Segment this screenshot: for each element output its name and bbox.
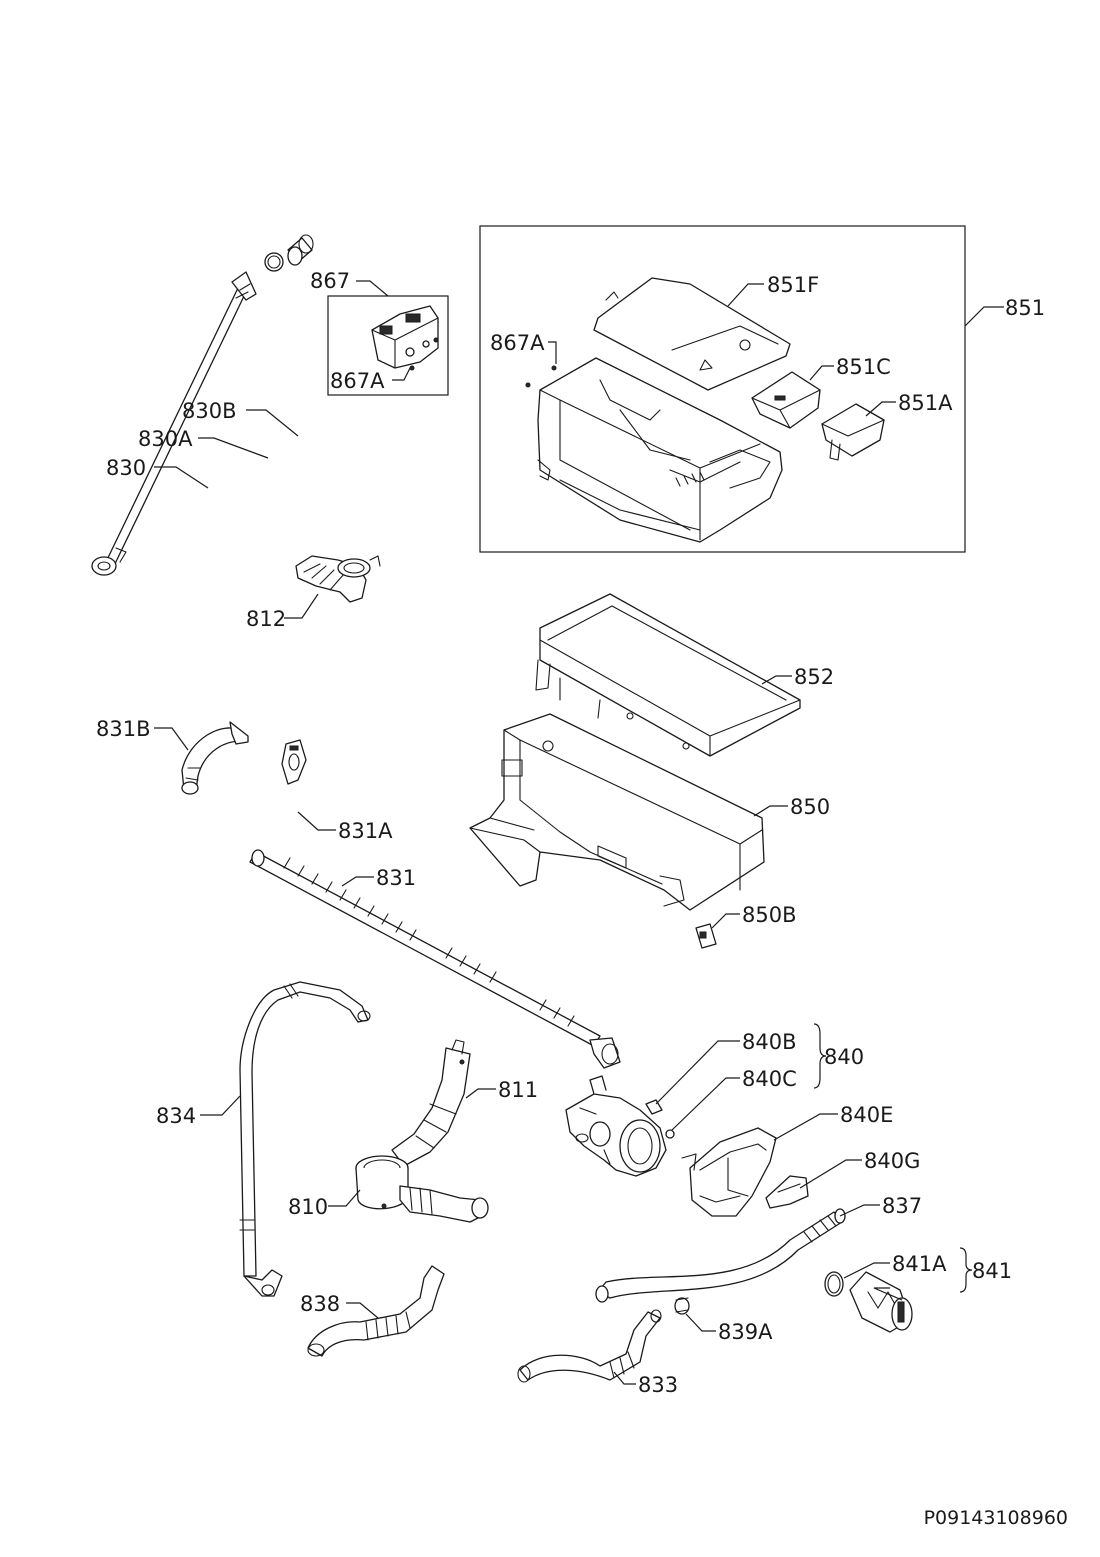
label-812: 812	[246, 607, 286, 631]
label-840: 840	[824, 1045, 864, 1069]
part-831B-drawing	[181, 721, 249, 795]
label-811: 811	[498, 1078, 538, 1102]
label-840C: 840C	[742, 1067, 797, 1091]
label-833: 833	[638, 1373, 678, 1397]
label-851C: 851C	[836, 355, 891, 379]
label-839A: 839A	[718, 1320, 773, 1344]
label-850: 850	[790, 795, 830, 819]
part-834-drawing	[239, 981, 371, 1297]
label-867A-tray: 867A	[490, 331, 545, 355]
part-841-drawing	[824, 1271, 913, 1333]
label-831A: 831A	[338, 819, 393, 843]
label-831B: 831B	[96, 717, 151, 741]
part-831A-drawing	[281, 739, 307, 785]
part-839A-drawing	[674, 1297, 690, 1315]
label-841A: 841A	[892, 1252, 947, 1276]
part-811-drawing	[391, 1039, 471, 1167]
part-851-drawing	[525, 277, 885, 543]
part-833-drawing	[517, 1309, 662, 1383]
leader-lines	[154, 280, 1004, 1385]
label-841: 841	[972, 1259, 1012, 1283]
label-840B: 840B	[742, 1030, 797, 1054]
label-851: 851	[1005, 296, 1045, 320]
part-837-drawing	[595, 1208, 846, 1303]
part-852-drawing	[535, 593, 801, 757]
group-box-851	[479, 225, 966, 553]
label-867: 867	[310, 269, 350, 293]
label-851F: 851F	[767, 273, 819, 297]
label-834: 834	[156, 1104, 196, 1128]
label-810: 810	[288, 1195, 328, 1219]
diagram-id: P09143108960	[924, 1507, 1068, 1529]
part-850-drawing	[469, 713, 765, 949]
label-831: 831	[376, 866, 416, 890]
part-830-drawing	[91, 234, 314, 576]
part-838-drawing	[307, 1265, 445, 1357]
label-867A-box: 867A	[330, 369, 385, 393]
part-840G-drawing	[765, 1175, 809, 1209]
label-850B: 850B	[742, 903, 797, 927]
label-837: 837	[882, 1194, 922, 1218]
part-831-drawing	[249, 849, 621, 1069]
label-830B: 830B	[182, 399, 237, 423]
part-840-drawing	[565, 1075, 675, 1177]
label-840G: 840G	[864, 1149, 920, 1173]
part-867-drawing	[371, 305, 439, 371]
label-851A: 851A	[898, 391, 953, 415]
label-840E: 840E	[840, 1103, 893, 1127]
label-830: 830	[106, 456, 146, 480]
part-840E-drawing	[681, 1127, 777, 1217]
label-838: 838	[300, 1292, 340, 1316]
label-830A: 830A	[138, 427, 193, 451]
label-852: 852	[794, 665, 834, 689]
part-812-drawing	[295, 555, 381, 603]
part-810-drawing	[355, 1155, 489, 1223]
